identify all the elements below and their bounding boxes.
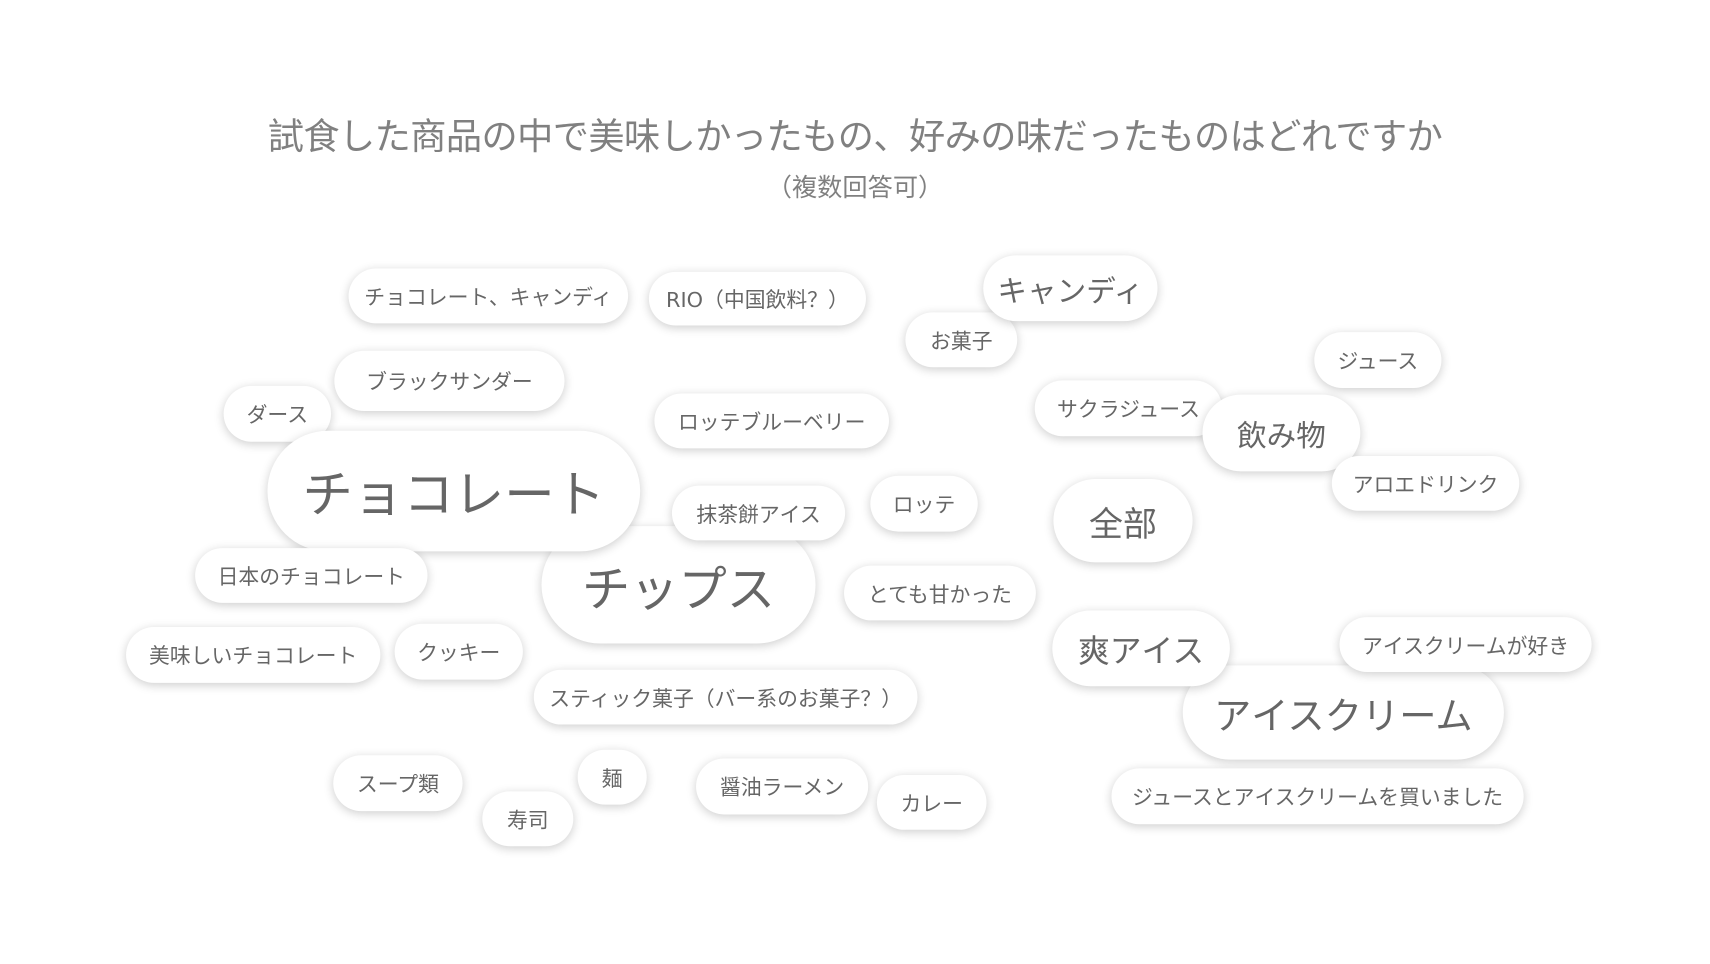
- word-bubble[interactable]: アロエドリンク: [1331, 455, 1520, 511]
- word-bubble[interactable]: 全部: [1053, 479, 1193, 563]
- word-bubble[interactable]: カレー: [876, 774, 987, 830]
- word-bubble[interactable]: ロッテ: [870, 475, 978, 532]
- word-bubble[interactable]: 美味しいチョコレート: [126, 626, 381, 683]
- word-bubble[interactable]: 寿司: [482, 791, 574, 847]
- word-bubble[interactable]: ブラックサンダー: [334, 350, 565, 412]
- word-bubble[interactable]: 抹茶餅アイス: [671, 485, 846, 541]
- question-title: 試食した商品の中で美味しかったもの、好みの味だったものはどれですか: [267, 115, 1443, 158]
- word-bubble[interactable]: 爽アイス: [1052, 610, 1230, 687]
- word-bubble[interactable]: キャンディ: [983, 255, 1158, 322]
- word-bubble[interactable]: ロッテブルーベリー: [654, 393, 889, 449]
- word-bubble[interactable]: 日本のチョコレート: [195, 548, 428, 603]
- word-bubble[interactable]: RIO（中国飲料？）: [648, 271, 866, 326]
- word-bubble[interactable]: お菓子: [905, 312, 1018, 368]
- question-subtitle: （複数回答可）: [766, 174, 944, 203]
- word-bubble[interactable]: ダース: [223, 385, 332, 442]
- word-bubble[interactable]: クッキー: [394, 623, 523, 680]
- word-bubble[interactable]: チョコレート、キャンディ: [348, 268, 629, 324]
- word-bubble[interactable]: アイスクリームが好き: [1339, 617, 1592, 672]
- word-bubble[interactable]: チョコレート: [267, 430, 641, 552]
- word-bubble[interactable]: ジュースとアイスクリームを買いました: [1111, 768, 1524, 825]
- word-bubble[interactable]: スープ類: [333, 755, 463, 812]
- word-bubble[interactable]: スティック菓子（バー系のお菓子？）: [533, 669, 918, 725]
- word-bubble[interactable]: 飲み物: [1202, 394, 1361, 472]
- word-bubble[interactable]: とても甘かった: [844, 565, 1036, 621]
- word-bubble[interactable]: アイスクリーム: [1182, 665, 1504, 760]
- word-bubble[interactable]: ジュース: [1314, 332, 1442, 389]
- word-bubble[interactable]: 麺: [577, 749, 647, 805]
- word-bubble[interactable]: サクラジュース: [1034, 380, 1223, 437]
- word-bubble[interactable]: 醤油ラーメン: [696, 758, 869, 815]
